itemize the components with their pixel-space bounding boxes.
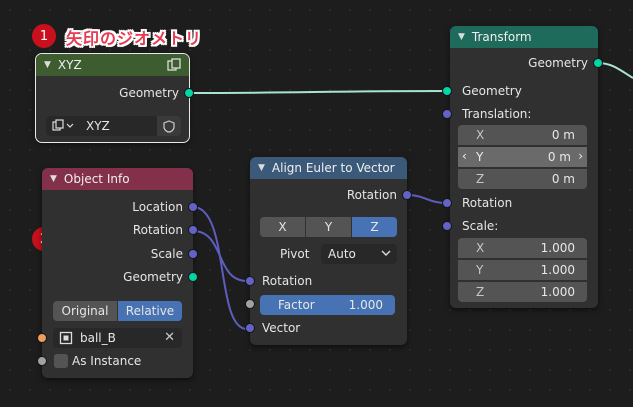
as-instance-label: As Instance — [72, 354, 142, 368]
chevron-down-icon — [381, 248, 391, 258]
scale-x-value: 1.000 — [540, 241, 575, 255]
input-geometry-label: Geometry — [462, 84, 522, 98]
node-align-header[interactable]: ▼ Align Euler to Vector — [250, 157, 407, 179]
socket-align-rotation-out[interactable] — [402, 190, 412, 200]
translation-label: Translation: — [462, 107, 532, 121]
output-geometry-label: Geometry — [119, 86, 179, 100]
axis-label: Z — [476, 285, 485, 299]
scale-y-field[interactable]: Y 1.000 — [458, 260, 587, 280]
node-align-euler[interactable]: ▼ Align Euler to Vector Rotation X Y Z P… — [250, 157, 407, 345]
object-selector[interactable]: XYZ — [46, 116, 181, 136]
link-geometry — [188, 90, 448, 94]
scale-z-field[interactable]: Z 1.000 — [458, 282, 587, 302]
collapse-chevron-icon[interactable]: ▼ — [50, 174, 57, 184]
node-title: Object Info — [63, 172, 130, 186]
translation-x-value: 0 m — [551, 128, 575, 142]
socket-align-factor-in[interactable] — [245, 299, 255, 309]
axis-label: X — [476, 241, 485, 255]
link-transform-out — [597, 62, 633, 79]
axis-label: Z — [476, 172, 485, 186]
collapse-chevron-icon[interactable]: ▼ — [44, 60, 51, 70]
chevron-right-icon[interactable]: › — [578, 149, 583, 163]
socket-object-in[interactable] — [37, 333, 47, 343]
socket-geometry-out[interactable] — [188, 272, 198, 282]
annotation-label-arrow-geometry: 矢印のジオメトリ — [66, 29, 203, 48]
socket-rotation-out[interactable] — [188, 225, 198, 235]
chevron-left-icon[interactable]: ‹ — [462, 149, 467, 163]
factor-slider[interactable]: Factor 1.000 — [260, 295, 395, 315]
annotation-badge-1: 1 — [32, 24, 56, 48]
link-location-vector — [192, 206, 248, 330]
node-object-info-header[interactable]: ▼ Object Info — [42, 168, 193, 190]
translation-y-field[interactable]: ‹ Y 0 m › — [458, 147, 587, 167]
pivot-value: Auto — [328, 247, 356, 261]
vector-input-label: Vector — [262, 321, 301, 335]
output-geometry-label: Geometry — [528, 56, 588, 70]
as-instance-checkbox[interactable] — [54, 354, 68, 368]
transform-space-relative[interactable]: Relative — [118, 301, 182, 321]
pivot-label: Pivot — [280, 247, 310, 261]
object-icon — [59, 331, 73, 345]
socket-align-vector-in[interactable] — [245, 323, 255, 333]
axis-y-button[interactable]: Y — [306, 217, 351, 237]
socket-transform-translation-in[interactable] — [442, 109, 452, 119]
socket-align-rotation-in[interactable] — [245, 276, 255, 286]
shield-icon[interactable] — [157, 116, 181, 136]
node-xyz[interactable]: ▼ XYZ Geometry XYZ — [35, 53, 190, 143]
factor-value: 1.000 — [348, 298, 383, 312]
object-data-icon — [167, 58, 181, 72]
node-transform[interactable]: ▼ Transform Geometry Geometry Translatio… — [450, 26, 598, 308]
translation-y-value: 0 m — [547, 150, 571, 164]
node-title: Transform — [471, 30, 532, 44]
output-geometry-label: Geometry — [123, 270, 183, 284]
output-rotation-label: Rotation — [132, 223, 183, 237]
axis-x-button[interactable]: X — [260, 217, 305, 237]
socket-xyz-geometry-out[interactable] — [184, 88, 194, 98]
pivot-dropdown[interactable]: Auto — [321, 244, 397, 264]
scale-z-value: 1.000 — [540, 285, 575, 299]
scale-y-value: 1.000 — [540, 263, 575, 277]
scale-x-field[interactable]: X 1.000 — [458, 238, 587, 258]
socket-scale-out[interactable] — [188, 249, 198, 259]
translation-z-field[interactable]: Z 0 m — [458, 169, 587, 189]
rotation-input-label: Rotation — [462, 196, 513, 210]
object-name[interactable]: ball_B — [80, 331, 116, 345]
output-rotation-label: Rotation — [346, 188, 397, 202]
object-name-field[interactable]: XYZ — [86, 119, 110, 133]
link-rotation-rotation — [192, 230, 248, 282]
socket-transform-geometry-out[interactable] — [593, 58, 603, 68]
rotation-input-label: Rotation — [262, 274, 313, 288]
factor-label: Factor — [278, 298, 315, 312]
axis-label: X — [476, 128, 485, 142]
scale-label: Scale: — [462, 219, 499, 233]
axis-z-button[interactable]: Z — [352, 217, 397, 237]
socket-transform-geometry-in[interactable] — [442, 86, 452, 96]
output-location-label: Location — [132, 200, 183, 214]
collapse-chevron-icon[interactable]: ▼ — [458, 32, 465, 42]
link-rotation — [406, 194, 448, 204]
node-transform-header[interactable]: ▼ Transform — [450, 26, 598, 48]
object-type-icon[interactable] — [52, 119, 74, 133]
node-title: Align Euler to Vector — [271, 161, 395, 175]
axis-label: Y — [476, 263, 484, 277]
axis-label: Y — [476, 150, 484, 164]
transform-space-original[interactable]: Original — [53, 301, 117, 321]
collapse-chevron-icon[interactable]: ▼ — [258, 163, 265, 173]
node-title: XYZ — [57, 58, 82, 72]
socket-as-instance-in[interactable] — [37, 356, 47, 366]
clear-icon[interactable]: ✕ — [164, 330, 175, 345]
output-scale-label: Scale — [150, 247, 183, 261]
translation-x-field[interactable]: X 0 m — [458, 125, 587, 145]
socket-transform-rotation-in[interactable] — [442, 198, 452, 208]
node-object-info[interactable]: ▼ Object Info Location Rotation Scale Ge… — [42, 168, 193, 378]
socket-location-out[interactable] — [188, 202, 198, 212]
translation-z-value: 0 m — [551, 172, 575, 186]
node-xyz-header[interactable]: ▼ XYZ — [36, 54, 189, 76]
object-field[interactable]: ball_B ✕ — [53, 328, 182, 348]
socket-transform-scale-in[interactable] — [442, 221, 452, 231]
